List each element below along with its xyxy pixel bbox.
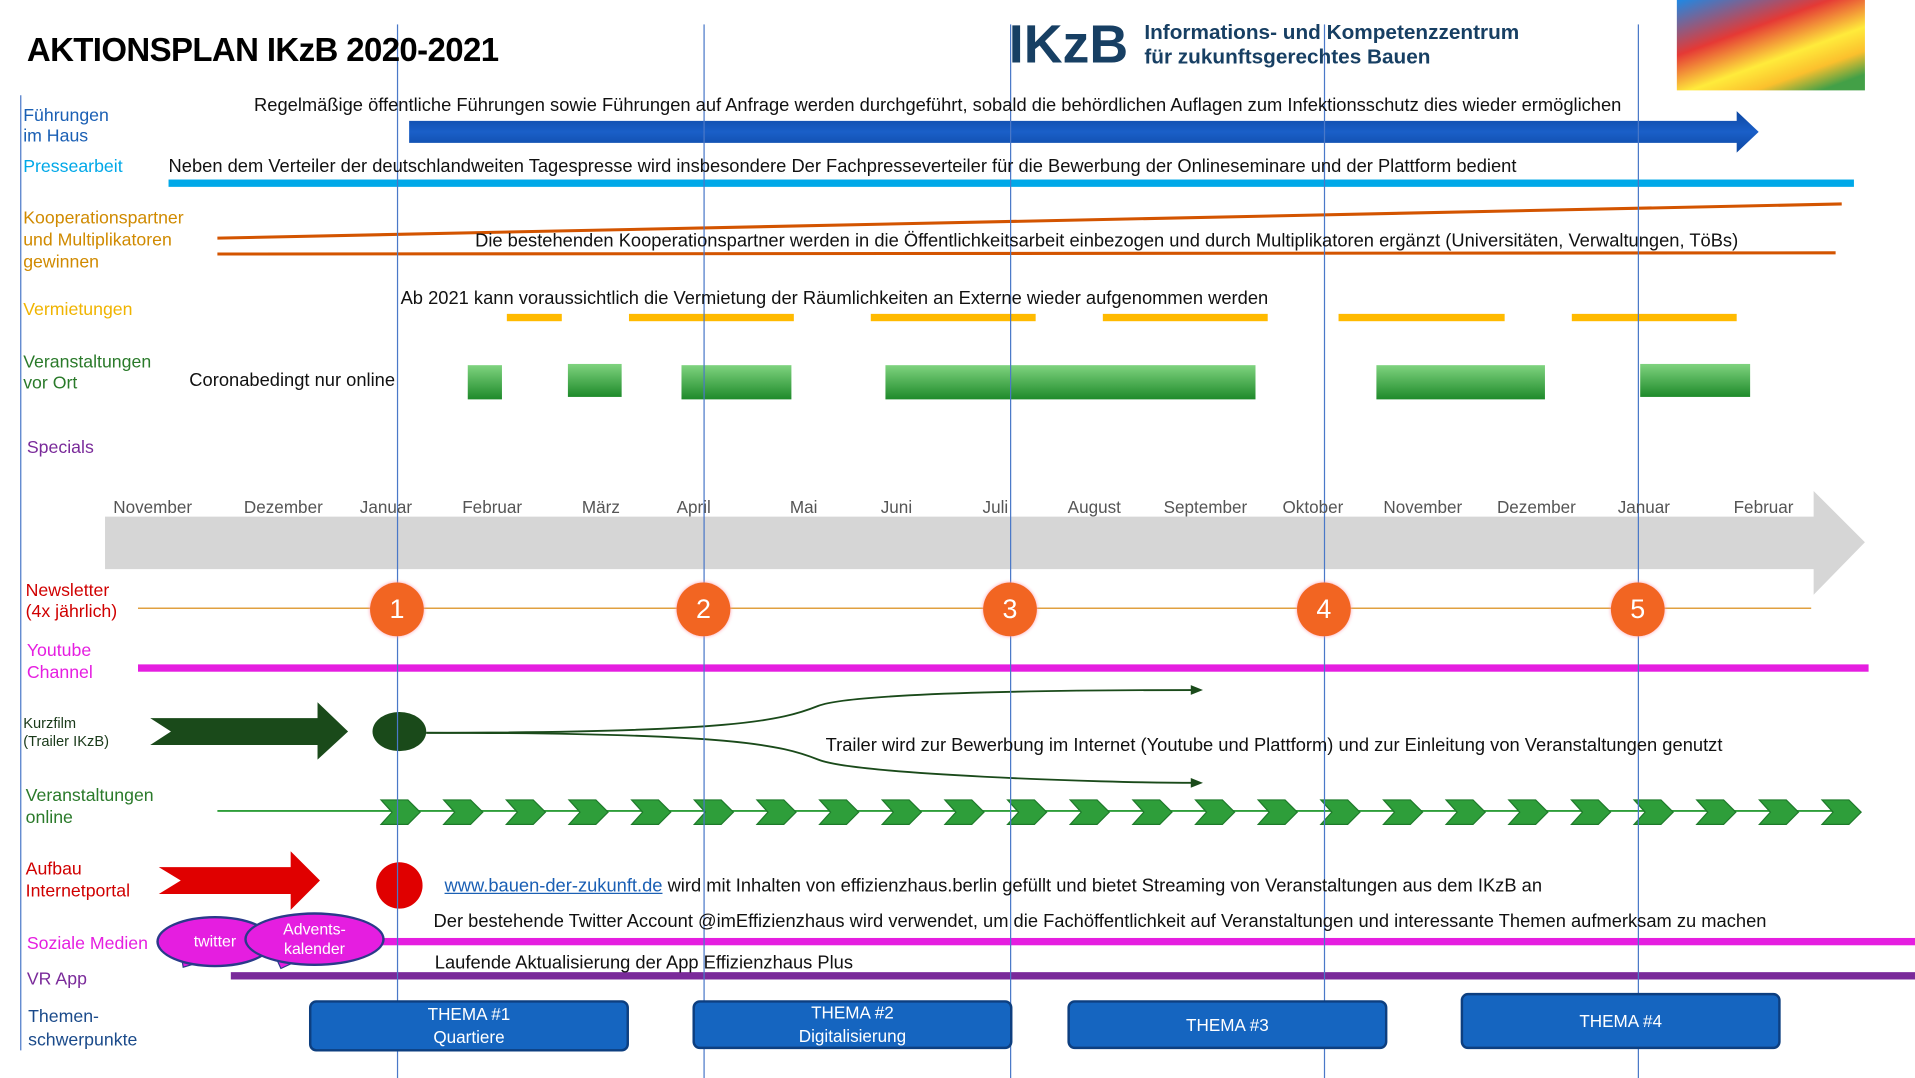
online-event-chevron [442, 799, 484, 825]
month-label: Juli [982, 497, 1009, 517]
label-specials: Specials [26, 438, 94, 458]
online-event-chevron [1820, 799, 1863, 825]
label-presse: Pressearbeit [23, 157, 123, 178]
online-event-chevron [504, 799, 547, 825]
label-vr: VR App [26, 969, 87, 990]
fuehrungen-text: Regelmäßige öffentliche Führungen sowie … [254, 95, 1622, 117]
month-label: März [581, 497, 620, 517]
vr-bar [230, 972, 1915, 980]
youtube-bar [138, 664, 1869, 672]
online-event-chevron [1382, 799, 1424, 825]
koop-line-upper [217, 202, 1842, 240]
kurzfilm-dot [372, 712, 427, 752]
adventskalender-bubble: Advents-kalender [244, 912, 385, 967]
month-label: Mai [789, 497, 818, 517]
newsletter-marker: 4 [1297, 582, 1351, 637]
vermietung-bars [506, 313, 1737, 322]
online-event-chevron [1319, 799, 1361, 825]
online-event-chevron [379, 799, 421, 825]
month-divider [703, 24, 705, 1078]
page-title: AKTIONSPLAN IKzB 2020-2021 [26, 31, 499, 69]
newsletter-marker: 2 [676, 582, 731, 637]
vermietung-text: Ab 2021 kann voraussichtlich die Vermiet… [400, 288, 1269, 309]
month-divider [1010, 24, 1012, 1078]
month-divider [1323, 24, 1326, 1078]
portal-dot [376, 862, 423, 909]
portal-arrow [158, 851, 320, 910]
kurzfilm-curve-upper [426, 689, 1195, 734]
month-label: August [1067, 497, 1121, 517]
koop-text: Die bestehenden Kooperationspartner werd… [475, 230, 1739, 252]
month-label: Februar [1733, 497, 1794, 517]
vr-text: Laufende Aktualisierung der App Effizien… [434, 952, 854, 974]
month-label: Dezember [243, 497, 323, 517]
newsletter-marker: 1 [370, 582, 424, 637]
kurzfilm-text: Trailer wird zur Bewerbung im Internet (… [825, 735, 1723, 756]
online-event-chevron [818, 799, 860, 825]
month-label: Dezember [1496, 497, 1576, 517]
online-event-chevron [943, 799, 985, 825]
month-label: November [1383, 497, 1463, 517]
online-event-chevron [1632, 799, 1675, 825]
presse-text: Neben dem Verteiler der deutschlandweite… [168, 156, 1517, 178]
label-newsletter: Newsletter(4x jährlich) [25, 581, 118, 622]
online-event-chevron [1570, 799, 1612, 825]
month-divider [1637, 24, 1639, 1078]
building-image [1676, 0, 1865, 91]
label-themen: Themen-schwerpunkte [28, 1007, 138, 1051]
social-bar [354, 937, 1915, 946]
thema-3-box[interactable]: THEMA #3 [1067, 1000, 1388, 1050]
online-event-chevron [755, 799, 797, 825]
online-event-chevron [1006, 799, 1048, 825]
online-event-chevron [1507, 799, 1549, 825]
online-event-chevron [567, 799, 609, 825]
month-label: Juni [880, 497, 913, 517]
online-event-chevron [1758, 799, 1800, 825]
online-event-chevron [1444, 799, 1487, 825]
month-label: September [1163, 497, 1248, 517]
month-label: November [113, 497, 193, 517]
online-event-chevron [880, 799, 923, 825]
online-event-chevron [1695, 799, 1737, 825]
portal-text: www.bauen-der-zukunft.de wird mit Inhalt… [444, 875, 1543, 897]
koop-line-lower [217, 251, 1836, 256]
kurzfilm-curve-lower [426, 731, 1195, 784]
month-divider [396, 24, 399, 1078]
month-label: Januar [1617, 497, 1671, 517]
label-social: Soziale Medien [26, 934, 148, 954]
online-event-chevron [1131, 799, 1173, 825]
online-event-chevron [1194, 799, 1236, 825]
newsletter-marker: 5 [1610, 582, 1665, 637]
label-kurzfilm: Kurzfilm(Trailer IKzB) [23, 714, 109, 750]
logo-mark: IKzB [1008, 14, 1129, 75]
online-event-chevron [1256, 799, 1299, 825]
portal-link[interactable]: www.bauen-der-zukunft.de [444, 875, 663, 897]
timeline-arrow [105, 490, 1865, 595]
social-text: Der bestehende Twitter Account @imEffizi… [433, 911, 1767, 932]
label-vermietung: Vermietungen [23, 300, 133, 320]
thema-4-box[interactable]: THEMA #4 [1460, 992, 1781, 1050]
online-event-chevron [630, 799, 672, 825]
month-label: Februar [462, 497, 523, 517]
month-label: Januar [359, 497, 413, 517]
vor-ort-blocks [467, 363, 1751, 400]
vor-ort-text: Coronabedingt nur online [189, 370, 396, 391]
kurzfilm-arrow [150, 702, 349, 760]
newsletter-marker: 3 [983, 582, 1037, 637]
month-label: April [676, 497, 711, 517]
online-event-chevron [1068, 799, 1111, 825]
online-event-chevron [692, 799, 735, 825]
fuehrungen-arrow [409, 111, 1759, 153]
month-label: Oktober [1282, 497, 1344, 517]
